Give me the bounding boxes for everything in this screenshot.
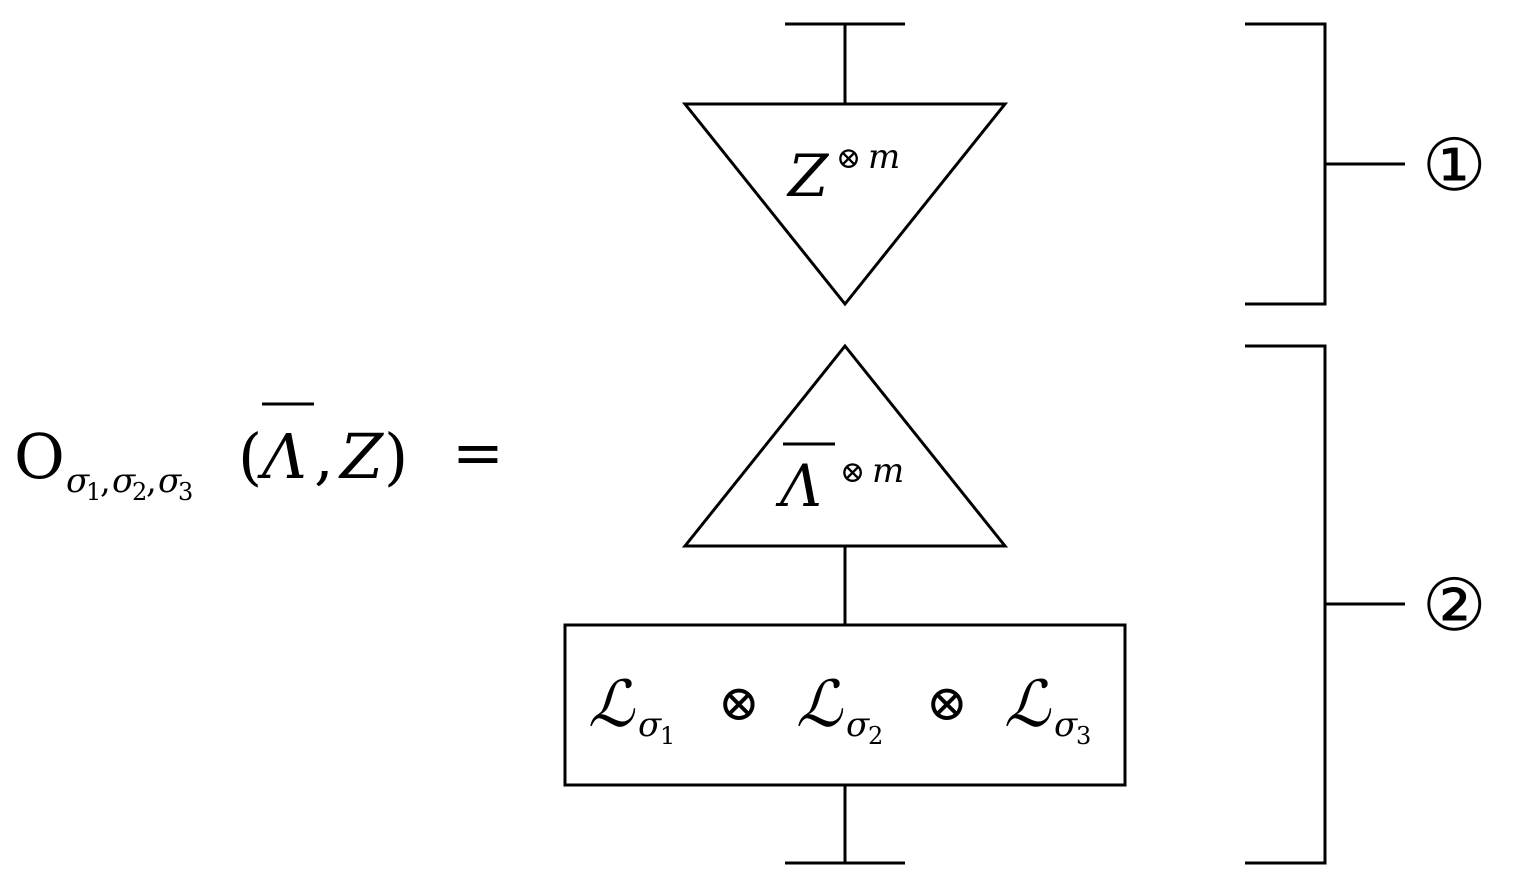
lhs-open-paren: ( bbox=[238, 420, 262, 493]
lhs-close-paren: ) bbox=[384, 420, 408, 493]
lhs-lambda: Λ bbox=[257, 420, 307, 493]
operator-term-1-sigma: σ bbox=[638, 705, 662, 745]
operator-term-3-index: 3 bbox=[1076, 722, 1091, 750]
operator-term-1-script: ℒ bbox=[588, 668, 636, 742]
top-triangle-base: Z bbox=[786, 142, 830, 210]
equals-sign: = bbox=[452, 416, 504, 489]
bottom-leg bbox=[785, 785, 905, 865]
bracket-1-label: ① bbox=[1422, 123, 1487, 207]
bottom-triangle-tensor-op: ⊗ bbox=[840, 455, 865, 490]
operator-term-2-index: 2 bbox=[868, 722, 883, 750]
lhs-sub-comma-1: , bbox=[100, 461, 111, 501]
bracket-2-label: ② bbox=[1422, 563, 1487, 647]
operator-box: ℒ σ 1 ⊗ ℒ σ 2 ⊗ ℒ σ 3 bbox=[563, 623, 1127, 787]
lhs-sub-index-3: 3 bbox=[178, 478, 193, 506]
lhs-sub-comma-2: , bbox=[146, 461, 157, 501]
operator-term-1-index: 1 bbox=[660, 722, 675, 750]
top-triangle-tensor-op: ⊗ bbox=[836, 141, 861, 176]
lhs-sub-index-2: 2 bbox=[132, 478, 147, 506]
operator-term-2-sigma: σ bbox=[846, 705, 870, 745]
lhs-sub-sigma-1: σ bbox=[66, 461, 90, 501]
operator-tensor-1: ⊗ bbox=[718, 674, 760, 732]
operator-term-3-script: ℒ bbox=[1004, 668, 1052, 742]
lhs-sub-index-1: 1 bbox=[86, 478, 101, 506]
bottom-triangle: Λ ⊗ m bbox=[681, 343, 1009, 548]
operator-tensor-2: ⊗ bbox=[926, 674, 968, 732]
operator-term-3-sigma: σ bbox=[1054, 705, 1078, 745]
lhs-equation: O σ 1 , σ 2 , σ 3 ( Λ , Z ) = bbox=[14, 402, 504, 506]
bracket-2: ② bbox=[1245, 344, 1487, 865]
lhs-sub-sigma-3: σ bbox=[158, 461, 182, 501]
lhs-symbol: O bbox=[14, 420, 65, 493]
lhs-z: Z bbox=[338, 420, 384, 493]
bottom-triangle-power: m bbox=[872, 451, 904, 491]
top-triangle: Z ⊗ m bbox=[681, 102, 1009, 307]
operator-term-2-script: ℒ bbox=[796, 668, 844, 742]
lhs-comma: , bbox=[314, 420, 334, 493]
top-triangle-power: m bbox=[868, 137, 900, 177]
lhs-sub-sigma-2: σ bbox=[112, 461, 136, 501]
bracket-1: ① bbox=[1245, 22, 1487, 306]
top-leg bbox=[785, 22, 905, 104]
bottom-triangle-base: Λ bbox=[775, 452, 822, 520]
